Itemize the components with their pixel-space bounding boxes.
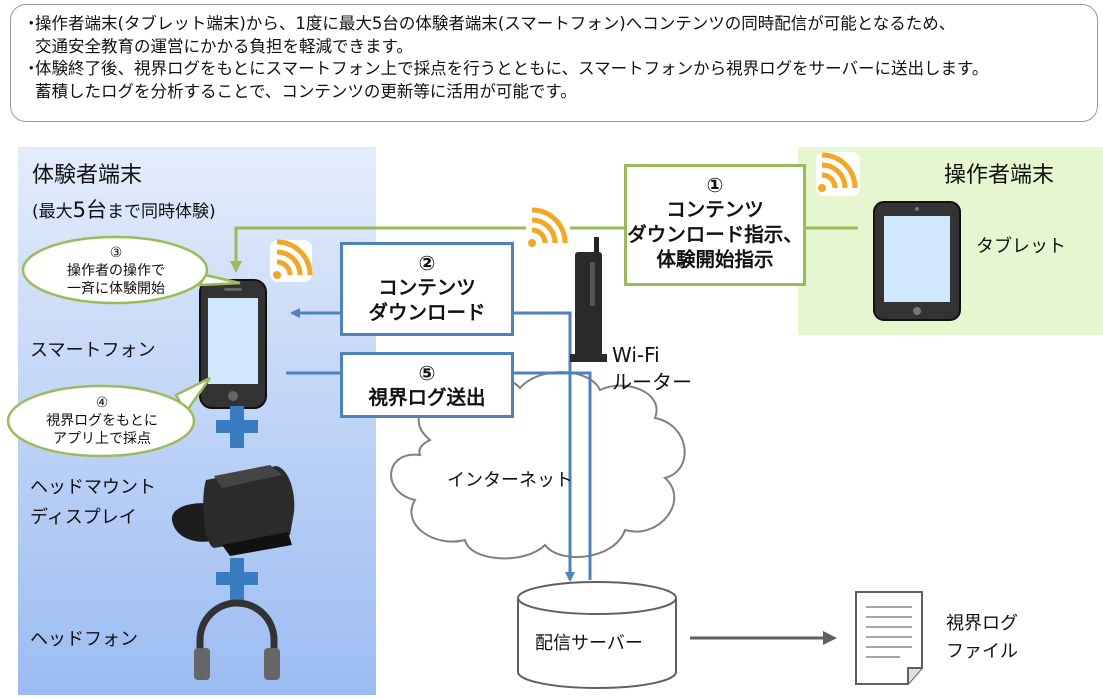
wifi-icon <box>816 152 860 196</box>
bubble-4-num: ④ <box>95 395 109 411</box>
step-2-box: ② コンテンツ ダウンロード <box>340 242 514 336</box>
step-2-num: ② <box>418 251 436 275</box>
experience-panel-subtitle: (最大5台まで同時体験) <box>32 194 216 224</box>
subtitle-pre: (最大 <box>32 202 73 222</box>
server-icon <box>517 581 677 689</box>
hmd-icon <box>171 465 295 556</box>
router-icon <box>570 237 607 362</box>
subtitle-post: まで同時体験) <box>107 202 216 222</box>
note-text-1: 操作者端末(タブレット端末)から、1度に最大5台の体験者端末(スマートフォン)へ… <box>35 14 956 56</box>
step-1-line1: コンテンツ <box>666 198 764 221</box>
smartphone-icon <box>199 279 267 409</box>
bubble-4: ④ 視界ログをもとに アプリ上で採点 <box>14 394 190 448</box>
bubble-4-line2: アプリ上で採点 <box>53 431 151 447</box>
log-file-label: 視界ログ ファイル <box>946 610 1018 666</box>
headphone-icon <box>194 599 280 680</box>
headphone-label: ヘッドフォン <box>30 629 138 650</box>
hmd-label-line2: ディスプレイ <box>30 507 137 528</box>
step-1-num: ① <box>706 173 724 197</box>
note-bullet-2: ・ 体験終了後、視界ログをもとにスマートフォン上で採点を行うとともに、スマートフ… <box>23 58 1097 103</box>
bubble-3: ③ 操作者の操作で 一斉に体験開始 <box>30 244 202 298</box>
step-2-line2: ダウンロード <box>368 301 486 324</box>
bubble-3-line1: 操作者の操作で <box>67 263 165 279</box>
internet-label: インターネット <box>447 470 573 491</box>
router-label-line2: ルーター <box>612 370 692 394</box>
hmd-label-line1: ヘッドマウント <box>30 477 156 498</box>
tablet-icon <box>873 201 961 321</box>
hmd-label: ヘッドマウント ディスプレイ <box>30 473 156 533</box>
description-note: ・ 操作者端末(タブレット端末)から、1度に最大5台の体験者端末(スマートフォン… <box>10 4 1098 122</box>
bubble-3-shape <box>21 235 241 305</box>
bubble-3-line2: 一斉に体験開始 <box>67 281 165 297</box>
plus-icon <box>216 558 258 600</box>
router-label: Wi-Fi ルーター <box>612 342 692 396</box>
step-2-line1: コンテンツ <box>378 276 476 299</box>
server-label: 配信サーバー <box>535 633 643 654</box>
bubble-4-line1: 視界ログをもとに <box>46 413 158 429</box>
tablet-label: タブレット <box>976 236 1066 257</box>
note-text-2: 体験終了後、視界ログをもとにスマートフォン上で採点を行うとともに、スマートフォン… <box>35 59 989 101</box>
subtitle-num: 5台 <box>72 198 108 222</box>
step-5-num: ⑤ <box>418 361 436 385</box>
log-file-label-line2: ファイル <box>946 641 1018 662</box>
step-1-box: ① コンテンツ ダウンロード指示、 体験開始指示 <box>624 164 806 286</box>
bubble-4-shape <box>6 376 212 458</box>
wifi-icon <box>526 207 570 251</box>
operator-panel-title: 操作者端末 <box>944 163 1055 188</box>
experience-panel-title: 体験者端末 <box>32 163 143 188</box>
document-icon <box>855 591 923 685</box>
plus-icon <box>216 406 258 448</box>
wifi-icon <box>270 239 313 282</box>
log-file-label-line1: 視界ログ <box>946 613 1018 634</box>
router-label-line1: Wi-Fi <box>612 343 660 367</box>
step-1-line2: ダウンロード指示、 <box>627 223 803 246</box>
step-1-line3: 体験開始指示 <box>656 248 774 271</box>
note-bullet-1: ・ 操作者端末(タブレット端末)から、1度に最大5台の体験者端末(スマートフォン… <box>23 13 1097 58</box>
smartphone-label: スマートフォン <box>30 340 156 361</box>
bubble-3-num: ③ <box>109 245 123 261</box>
step-5-box: ⑤ 視界ログ送出 <box>340 352 514 418</box>
step-5-line1: 視界ログ送出 <box>368 386 486 409</box>
cloud-icon <box>390 371 686 560</box>
